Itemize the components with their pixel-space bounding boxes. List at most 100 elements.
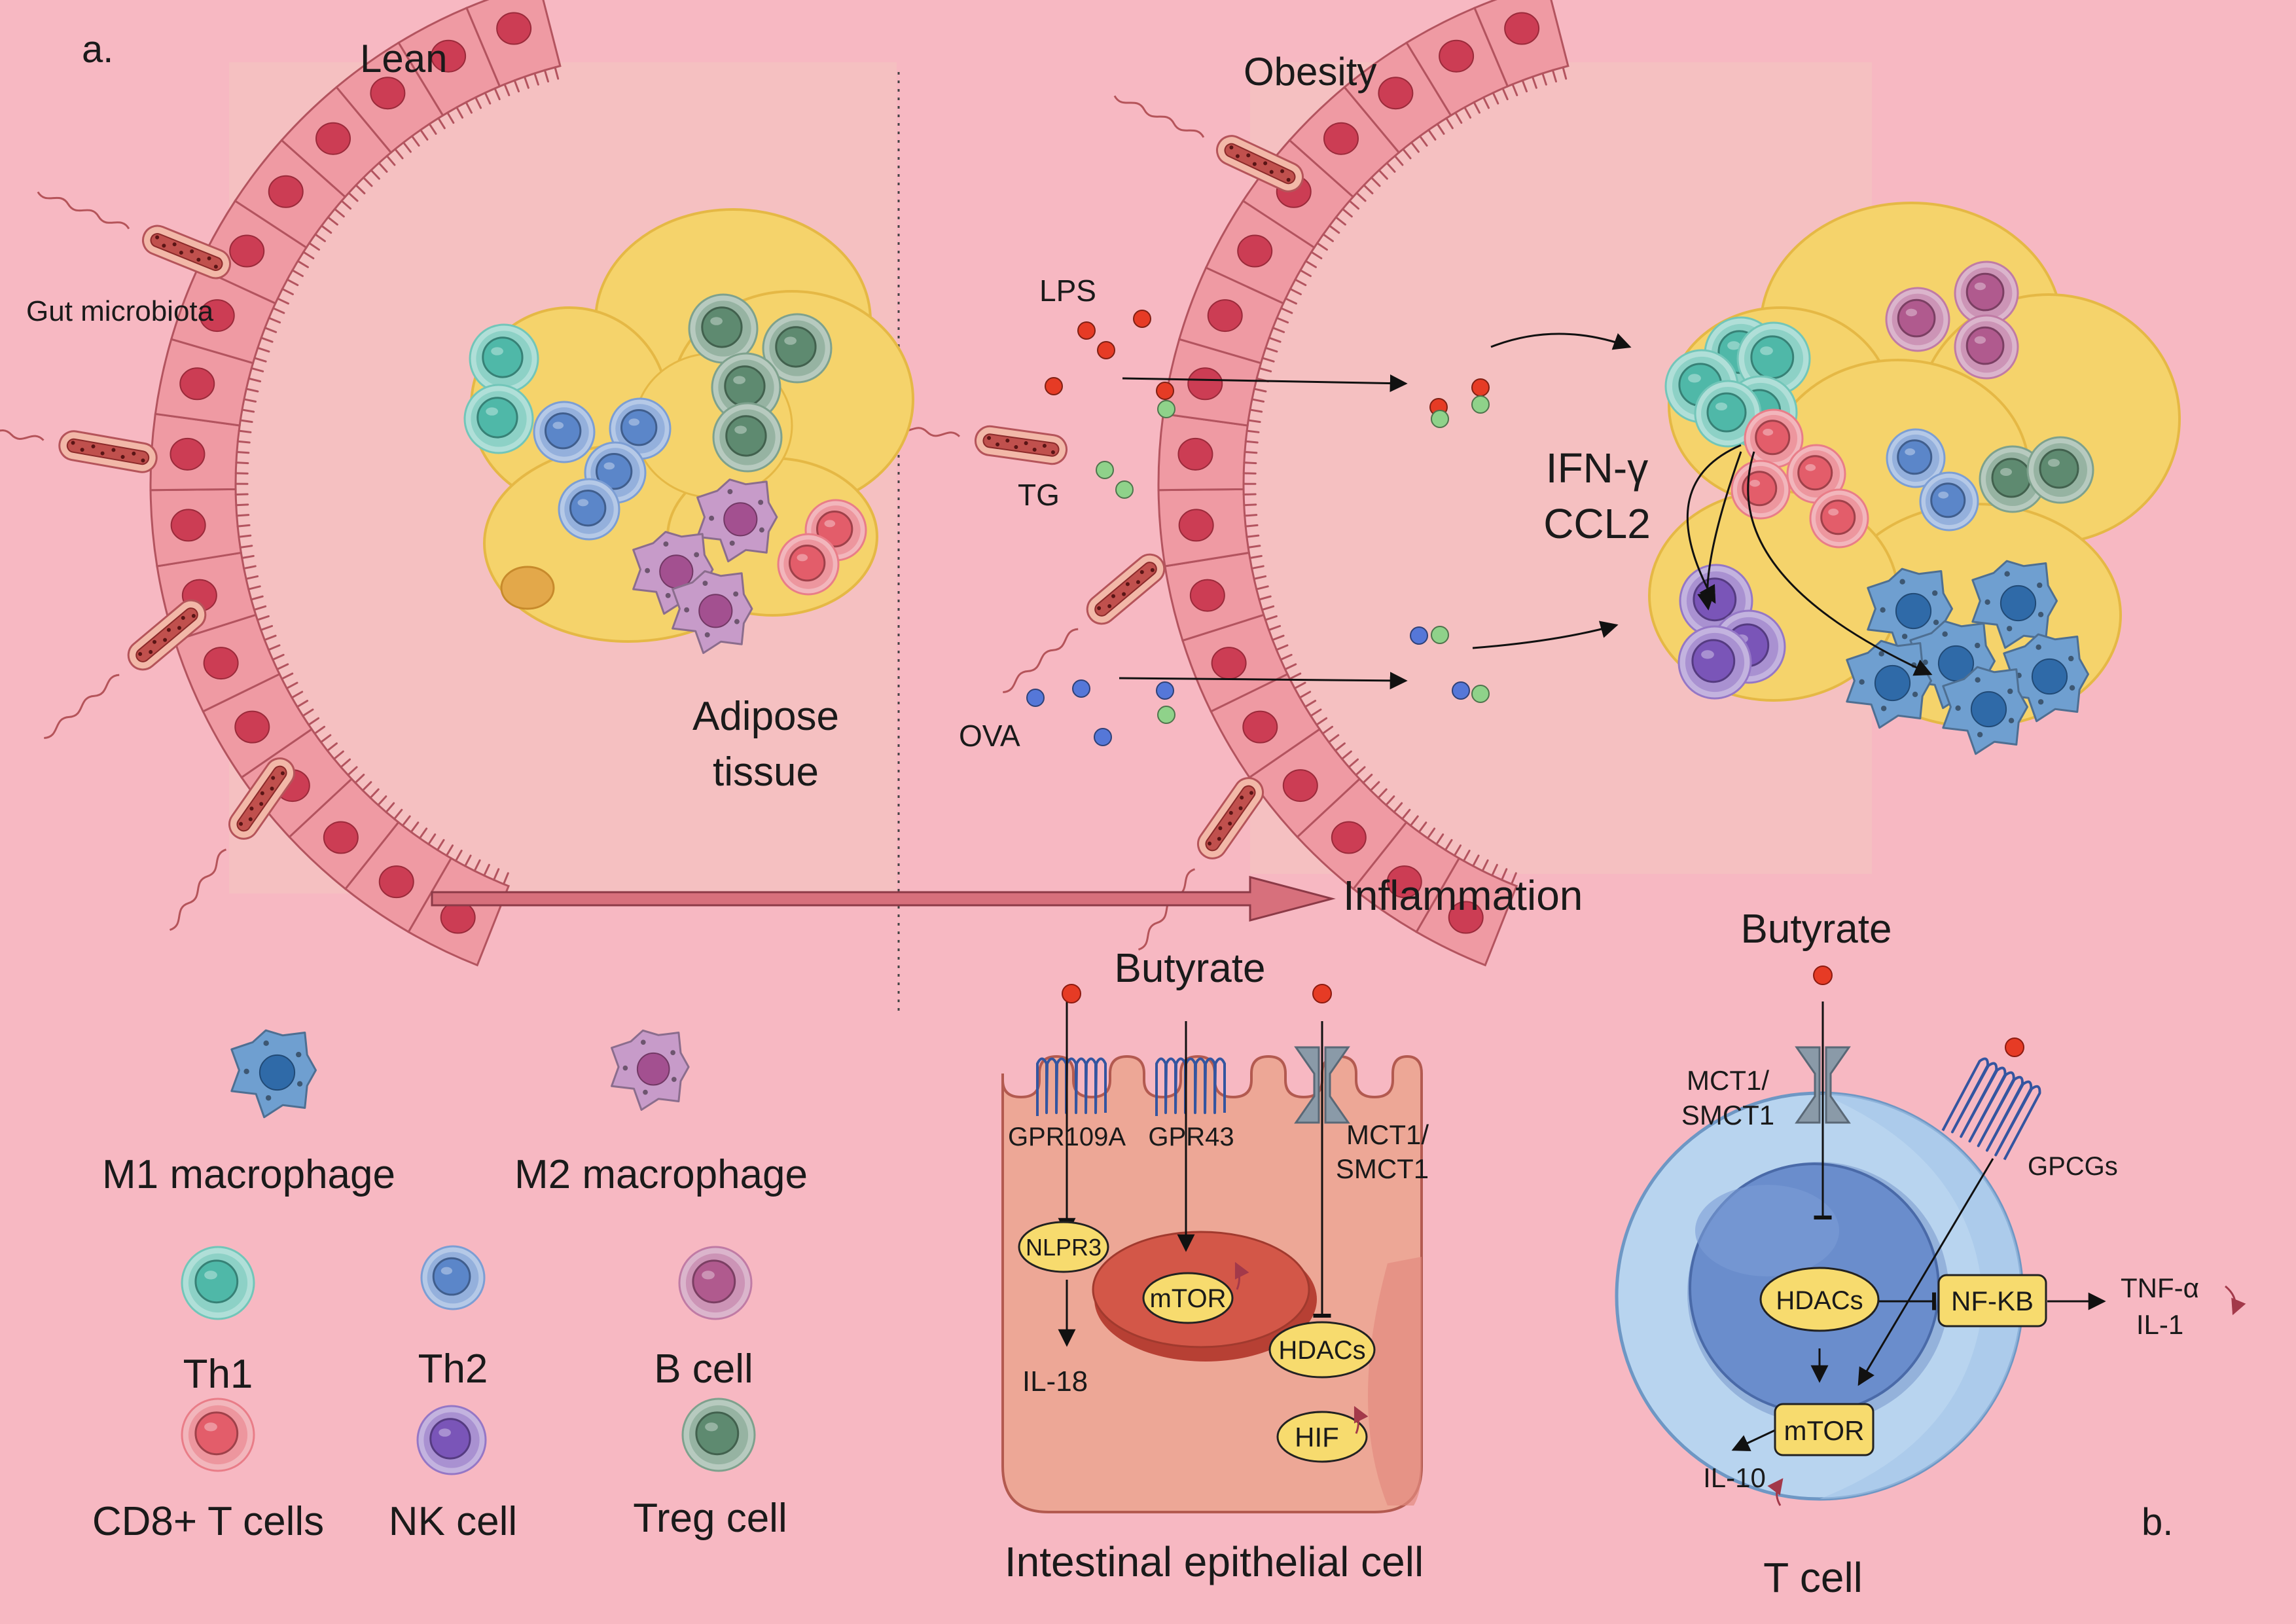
ova-molecule bbox=[1156, 681, 1174, 700]
gpr109a-receptor-icon bbox=[1036, 1057, 1107, 1116]
tcell-caption: T cell bbox=[1763, 1554, 1863, 1601]
lean-m2-macrophage bbox=[696, 478, 778, 563]
cytokine-to-nk-arrow-1 bbox=[1687, 444, 1742, 604]
obesity-epithelial-cell bbox=[1210, 672, 1328, 779]
lean-epithelial-cell bbox=[173, 613, 289, 713]
bacterium-8 bbox=[1138, 777, 1265, 951]
obesity-b-cell bbox=[1954, 314, 2019, 380]
lean-treg-cell bbox=[688, 293, 759, 364]
legend-treg-label: Treg cell bbox=[633, 1496, 787, 1541]
lean-th1-cell bbox=[463, 384, 534, 454]
gut-microbiota-label: Gut microbiota bbox=[26, 295, 214, 327]
gpr43-label: GPR43 bbox=[1148, 1123, 1234, 1151]
tcell-nfkb-label: NF-KB bbox=[1951, 1286, 2034, 1316]
obesity-epithelial-cell bbox=[1247, 725, 1366, 839]
lean-epithelial-cell bbox=[149, 488, 253, 568]
lean-title: Lean bbox=[360, 37, 447, 81]
lumen-molecules bbox=[1026, 310, 1490, 746]
iec-mtor-up-icon bbox=[1234, 1261, 1249, 1290]
lps-label: LPS bbox=[1039, 274, 1096, 308]
bacterium-5 bbox=[1113, 95, 1304, 192]
bacterium-4 bbox=[169, 757, 296, 931]
bacterium-7 bbox=[1003, 553, 1166, 693]
ova-molecule bbox=[1072, 679, 1090, 698]
tcell-butyrate-molecule-2 bbox=[2005, 1038, 2024, 1057]
lower-curve-arrow bbox=[1472, 621, 1619, 649]
lean-th2-cell bbox=[558, 478, 620, 541]
lps-arrow bbox=[1122, 374, 1408, 393]
iec-butyrate-label: Butyrate bbox=[1115, 946, 1266, 991]
ova-green-molecule bbox=[1157, 706, 1175, 724]
lean-epithelial-cell bbox=[234, 139, 352, 251]
gpcgs-receptor-icon bbox=[1941, 1057, 2041, 1161]
lean-treg-cell bbox=[762, 313, 833, 384]
lean-epithelial-cell bbox=[149, 412, 252, 492]
iec-caption: Intestinal epithelial cell bbox=[1005, 1538, 1424, 1585]
tcell-butyrate-molecule-1 bbox=[1813, 965, 1833, 985]
lean-epithelial-cell bbox=[202, 672, 320, 779]
m2-macrophage-icon bbox=[611, 1029, 690, 1111]
tnfa-label: TNF-α bbox=[2121, 1272, 2199, 1303]
obesity-th2-cell bbox=[1886, 428, 1946, 488]
cd8-t-cell-icon bbox=[181, 1398, 255, 1472]
obesity-epithelial-cell bbox=[1157, 412, 1260, 492]
il10-label: IL-10 bbox=[1703, 1462, 1766, 1493]
cytokine-to-m1-arrow bbox=[1747, 451, 1933, 676]
tg-molecule bbox=[1471, 395, 1490, 414]
treg-cell-icon bbox=[681, 1398, 756, 1472]
iec-mct1-label: MCT1/ bbox=[1346, 1119, 1429, 1150]
tcell-mtor-node bbox=[1774, 1403, 1874, 1456]
tcell-nfkb-node bbox=[1937, 1274, 2047, 1327]
obesity-epithelial-cell bbox=[1157, 488, 1261, 568]
gpr43-receptor-icon bbox=[1155, 1057, 1226, 1116]
obesity-title: Obesity bbox=[1244, 50, 1376, 94]
panel-a-label: a. bbox=[82, 28, 113, 71]
adipose-label-line2: tissue bbox=[713, 749, 819, 795]
th2-cell-icon bbox=[420, 1245, 486, 1310]
lean-th1-cell bbox=[469, 323, 539, 394]
legend-icons bbox=[181, 1029, 756, 1475]
tg-molecule bbox=[1096, 461, 1114, 479]
il10-up-icon bbox=[1767, 1478, 1784, 1506]
cytokines-down-icon bbox=[2225, 1285, 2246, 1316]
tg-molecule bbox=[1431, 410, 1449, 428]
lps-molecule bbox=[1471, 378, 1490, 397]
lps-molecule bbox=[1077, 321, 1096, 340]
obesity-epithelial-cell bbox=[1164, 551, 1275, 642]
legend-m1-label: M1 macrophage bbox=[102, 1152, 395, 1197]
bacterium-2 bbox=[0, 422, 158, 473]
obesity-cd8-cell bbox=[1809, 488, 1869, 549]
obesity-th2-cell bbox=[1919, 471, 1979, 532]
iec-receptors bbox=[1036, 1046, 1350, 1124]
legend-th1-label: Th1 bbox=[183, 1352, 253, 1397]
il1-label: IL-1 bbox=[2136, 1309, 2183, 1340]
obesity-th1-cell bbox=[1736, 321, 1811, 396]
tcell-hdacs-label: HDACs bbox=[1776, 1286, 1863, 1315]
ova-green-molecule bbox=[1471, 685, 1490, 703]
bacterium-1 bbox=[37, 191, 232, 280]
lean-epithelium bbox=[149, 0, 562, 967]
mtor-to-il10-arrow bbox=[1731, 1429, 1776, 1451]
tcell-butyrate-label: Butyrate bbox=[1741, 907, 1892, 952]
obesity-treg-cell bbox=[2026, 436, 2094, 504]
obesity-m1-macrophage bbox=[1846, 640, 1932, 729]
obesity-b-cell bbox=[1885, 287, 1950, 352]
ova-arrow bbox=[1119, 672, 1408, 690]
lean-epithelial-cell bbox=[335, 41, 446, 160]
legend-th2-label: Th2 bbox=[418, 1346, 488, 1392]
obesity-th1-cell bbox=[1694, 380, 1762, 448]
iec-mct1-channel-icon bbox=[1294, 1046, 1350, 1124]
lean-cd8-cell bbox=[777, 533, 840, 596]
iec-smct1-label: SMCT1 bbox=[1336, 1153, 1429, 1184]
gut-microbiota-bacteria bbox=[0, 95, 1304, 951]
lean-epithelial-cell bbox=[344, 815, 454, 933]
ova-molecule bbox=[1410, 626, 1428, 645]
obesity-epithelial-cell bbox=[1473, 0, 1570, 96]
th1-cell-icon bbox=[181, 1246, 255, 1320]
tcell-receptors bbox=[1795, 1046, 2041, 1161]
ova-molecule bbox=[1026, 689, 1045, 707]
gpcgs-to-mtor-arrow bbox=[1857, 1158, 1994, 1386]
bacterium-6 bbox=[861, 422, 1068, 465]
il18-label: IL-18 bbox=[1022, 1365, 1088, 1398]
